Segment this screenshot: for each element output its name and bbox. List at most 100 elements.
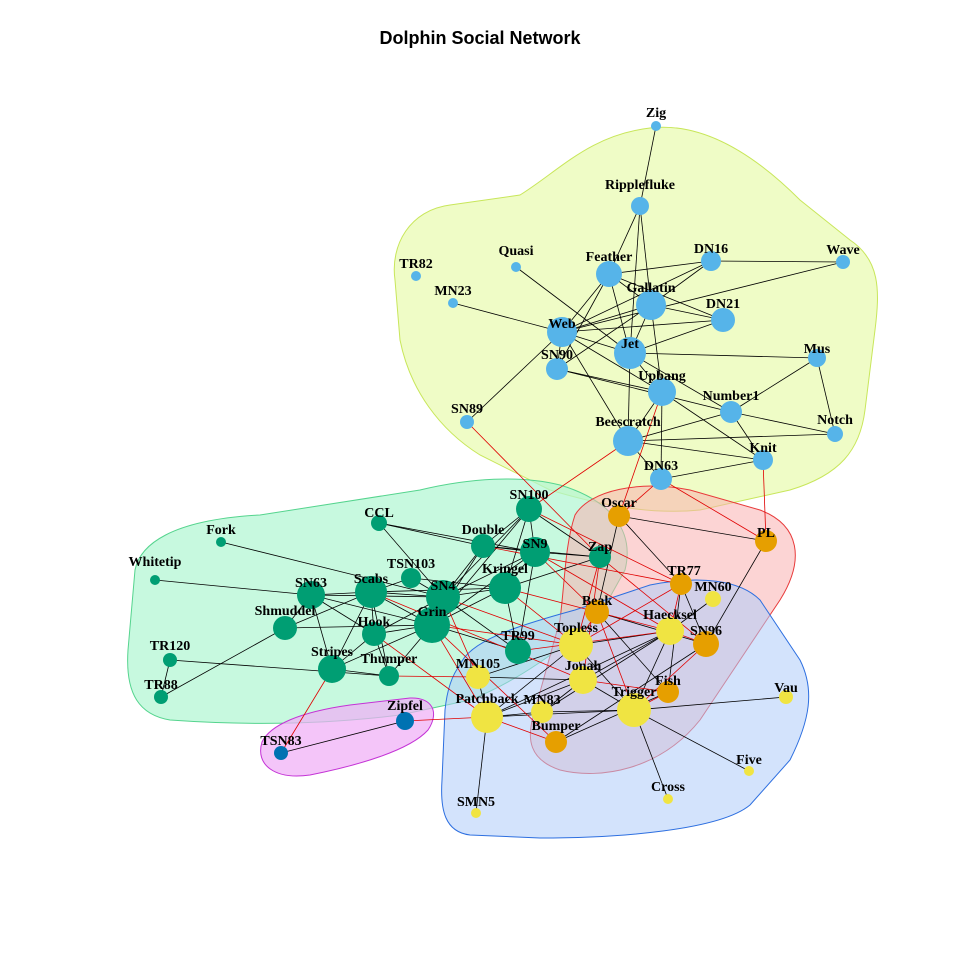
edge-Grin-Bumper xyxy=(431,624,557,743)
node-Oscar xyxy=(608,505,630,527)
node-label-TR99: TR99 xyxy=(501,629,534,644)
node-label-SN9: SN9 xyxy=(523,537,548,552)
edge-Trigger-Beak xyxy=(596,611,635,711)
edge-SN9-Haecksel xyxy=(534,551,671,632)
node-SN63 xyxy=(297,581,325,609)
node-Beescratch xyxy=(613,426,643,456)
node-Haecksel xyxy=(656,617,684,645)
node-Zig xyxy=(651,121,661,131)
node-label-TR82: TR82 xyxy=(399,257,432,272)
node-DN21 xyxy=(711,308,735,332)
node-Gallatin xyxy=(636,290,666,320)
node-label-TSN83: TSN83 xyxy=(260,734,301,749)
node-label-SMN5: SMN5 xyxy=(457,795,495,810)
node-PL xyxy=(755,530,777,552)
node-MN105 xyxy=(466,665,490,689)
node-Notch xyxy=(827,426,843,442)
edge-Number1-Mus xyxy=(730,357,818,413)
node-Five xyxy=(744,766,754,776)
node-label-Oscar: Oscar xyxy=(601,496,637,511)
node-Fish xyxy=(657,681,679,703)
node-Trigger xyxy=(617,693,651,727)
edge-Web-Beescratch xyxy=(561,331,629,442)
edge-Mus-Notch xyxy=(816,357,836,435)
edge-MN83-Haecksel xyxy=(541,630,671,713)
node-label-Wave: Wave xyxy=(826,243,859,258)
node-label-Beak: Beak xyxy=(582,594,613,609)
edge-Shmuddel-Grin xyxy=(284,624,433,629)
node-Web xyxy=(547,317,577,347)
node-Kringel xyxy=(489,572,521,604)
node-Feather xyxy=(596,261,622,287)
edge-Ripplefluke-Gallatin xyxy=(639,205,652,306)
edge-Whitetip-SN63 xyxy=(154,579,312,596)
node-label-Scabs: Scabs xyxy=(354,572,389,587)
edge-Jet-Number1 xyxy=(629,352,732,413)
edge-Oscar-TR77 xyxy=(618,515,682,585)
node-label-TSN103: TSN103 xyxy=(387,557,435,572)
edge-SN63-Grin xyxy=(310,594,433,626)
edge-SN89-Zap xyxy=(466,421,601,558)
edge-SN90-Number1 xyxy=(556,368,732,413)
node-label-Trigger: Trigger xyxy=(612,685,657,700)
node-label-Web: Web xyxy=(548,317,575,332)
node-label-Vau: Vau xyxy=(774,681,798,696)
plot-title: Dolphin Social Network xyxy=(379,28,581,48)
node-label-Haecksel: Haecksel xyxy=(643,608,697,623)
edge-Patchback-SMN5 xyxy=(475,716,488,814)
edge-Number1-Beescratch xyxy=(627,411,732,442)
node-label-CCL: CCL xyxy=(364,506,394,521)
edge-Trigger-Five xyxy=(633,709,750,772)
node-Stripes xyxy=(318,655,346,683)
edge-Upbang-Knit xyxy=(661,391,764,461)
node-Grin xyxy=(414,607,450,643)
node-label-Hook: Hook xyxy=(358,615,391,630)
node-label-MN23: MN23 xyxy=(434,284,471,299)
node-Shmuddel xyxy=(273,616,297,640)
edge-DN16-Web xyxy=(561,260,712,333)
node-SN96 xyxy=(693,631,719,657)
edge-DN16-Wave xyxy=(710,260,844,263)
node-MN60 xyxy=(705,591,721,607)
edge-Grin-Topless xyxy=(431,624,577,646)
edge-Beescratch-Knit xyxy=(627,440,764,461)
node-label-SN4: SN4 xyxy=(431,579,456,594)
edge-Stripes-TSN83 xyxy=(280,668,333,754)
node-Scabs xyxy=(355,576,387,608)
node-Upbang xyxy=(648,378,676,406)
edge-Shmuddel-TR88 xyxy=(160,627,286,698)
node-label-Thumper: Thumper xyxy=(361,652,418,667)
node-label-Upbang: Upbang xyxy=(638,369,685,384)
node-Fork xyxy=(216,537,226,547)
edge-SN100-Zap xyxy=(528,508,601,558)
edge-Wave-Web xyxy=(561,261,844,333)
edge-Feather-DN16 xyxy=(608,260,712,275)
node-label-Zipfel: Zipfel xyxy=(387,699,423,714)
node-SN4 xyxy=(426,580,460,614)
node-Mus xyxy=(808,349,826,367)
node-label-Grin: Grin xyxy=(418,605,447,620)
node-Ripplefluke xyxy=(631,197,649,215)
edge-Gallatin-SN90 xyxy=(556,304,652,370)
node-label-SN96: SN96 xyxy=(690,624,722,639)
edge-Jonah-Patchback xyxy=(486,679,584,718)
node-label-Fish: Fish xyxy=(655,674,681,689)
edge-Jonah-Fish xyxy=(582,679,669,693)
node-TR82 xyxy=(411,271,421,281)
edge-Upbang-DN63 xyxy=(660,391,663,480)
edge-MN105-Jonah xyxy=(477,676,584,681)
node-label-PL: PL xyxy=(757,526,775,541)
node-label-TR77: TR77 xyxy=(667,564,700,579)
edge-Knit-DN63 xyxy=(660,459,764,480)
edge-Hook-Patchback xyxy=(373,633,488,718)
node-label-Topless: Topless xyxy=(554,621,598,636)
edge-CCL-SN9 xyxy=(378,522,536,553)
node-Zipfel xyxy=(396,712,414,730)
node-label-Patchback: Patchback xyxy=(456,692,519,707)
node-label-Shmuddel: Shmuddel xyxy=(255,604,316,619)
node-label-Beescratch: Beescratch xyxy=(595,415,661,430)
node-label-Feather: Feather xyxy=(586,250,633,265)
edge-Beescratch-Notch xyxy=(627,433,836,442)
node-Cross xyxy=(663,794,673,804)
